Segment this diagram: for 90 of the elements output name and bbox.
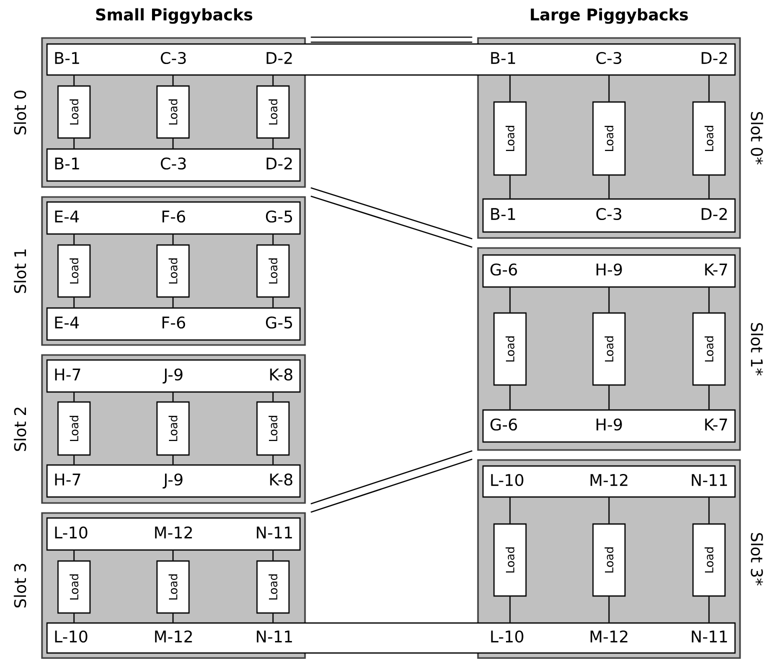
wire [172, 76, 174, 86]
wire [73, 550, 75, 560]
load-box: Load [592, 101, 626, 176]
load-box: Load [592, 312, 626, 386]
load-box: Load [493, 523, 527, 597]
load-box: Load [692, 101, 726, 176]
load-box: Load [692, 312, 726, 386]
slot-label: Slot 2 [14, 408, 26, 451]
wire [708, 288, 710, 312]
connector-bar: E-4 F-6 G-5 [46, 201, 301, 235]
wire [272, 234, 274, 244]
wire [73, 392, 75, 402]
connector-bar: B-1 C-3 D-2 [46, 148, 301, 182]
wire [509, 76, 511, 102]
load-box: Load [256, 560, 290, 614]
slot-label: Slot 1* [750, 323, 764, 376]
wire [272, 138, 274, 148]
load-box: Load [256, 401, 290, 456]
wire [73, 456, 75, 464]
wire [73, 298, 75, 308]
load-box: Load [156, 560, 190, 614]
load-box: Load [493, 312, 527, 386]
wire [73, 138, 75, 148]
load-box: Load [256, 244, 290, 298]
wire [608, 386, 610, 410]
load-box: Load [57, 85, 91, 139]
wire [172, 298, 174, 308]
connector-bar: G-6 H-9 K-7 [482, 254, 736, 288]
wire [272, 614, 274, 622]
wire [272, 298, 274, 308]
wire [272, 550, 274, 560]
wire [73, 614, 75, 622]
slot-label: Slot 0* [750, 112, 764, 164]
wire [708, 76, 710, 102]
load-box: Load [57, 560, 91, 614]
load-box: Load [57, 244, 91, 298]
load-box: Load [156, 401, 190, 456]
connector-bar: E-4 F-6 G-5 [46, 307, 301, 341]
link-line [310, 36, 472, 38]
wire [509, 498, 511, 524]
link-line [310, 187, 472, 240]
load-box: Load [57, 401, 91, 456]
wire [608, 596, 610, 622]
link-line [310, 42, 472, 43]
wire [608, 76, 610, 102]
connector-bar: H-7 J-9 K-8 [46, 359, 301, 393]
connector-bar: H-7 J-9 K-8 [46, 464, 301, 498]
link-line [310, 458, 472, 513]
wire [172, 550, 174, 560]
connector-bar: L-10 M-12 N-11 [482, 465, 736, 498]
load-box: Load [692, 523, 726, 597]
column-heading: Small Piggybacks [96, 8, 252, 24]
link-line [310, 196, 472, 248]
load-box: Load [592, 523, 626, 597]
wire [73, 234, 75, 244]
wire [608, 288, 610, 312]
connector-bar: L-10 M-12 N-11 L-10 M-12 N-11 [46, 622, 736, 654]
wire [509, 596, 511, 622]
wire [172, 138, 174, 148]
wire [708, 596, 710, 622]
wire [509, 288, 511, 312]
wire [73, 76, 75, 86]
wire [708, 498, 710, 524]
slot-label: Slot 3* [750, 533, 764, 586]
wire [172, 392, 174, 402]
wire [172, 614, 174, 622]
wire [608, 498, 610, 524]
connector-bar: B-1 C-3 D-2 B-1 C-3 D-2 [46, 43, 736, 76]
load-box: Load [156, 244, 190, 298]
wire [272, 76, 274, 86]
column-heading: Large Piggybacks [530, 8, 688, 24]
load-box: Load [156, 85, 190, 139]
wire [172, 456, 174, 464]
wire [608, 176, 610, 198]
wire [708, 176, 710, 198]
load-box: Load [256, 85, 290, 139]
wire [272, 392, 274, 402]
load-box: Load [493, 101, 527, 176]
wire [509, 386, 511, 410]
slot-label: Slot 0 [14, 90, 26, 134]
wire [272, 456, 274, 464]
link-line [310, 450, 472, 504]
slot-label: Slot 1 [14, 250, 26, 293]
wire [708, 386, 710, 410]
connector-bar: B-1 C-3 D-2 [482, 198, 736, 233]
connector-bar: G-6 H-9 K-7 [482, 409, 736, 443]
wire [509, 176, 511, 198]
wire [172, 234, 174, 244]
connector-bar: L-10 M-12 N-11 [46, 517, 301, 551]
slot-label: Slot 3 [14, 564, 26, 608]
